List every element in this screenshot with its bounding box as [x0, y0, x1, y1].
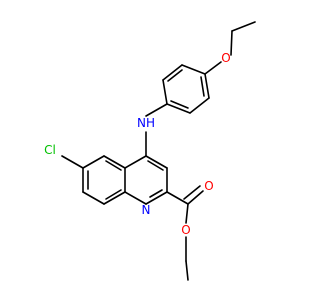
bond — [185, 203, 189, 224]
bond — [162, 79, 168, 105]
bond — [166, 191, 189, 205]
bond — [166, 103, 191, 114]
ester-oxygen-label: O — [181, 223, 190, 237]
molecule-structure: Cl NH N O O O — [0, 0, 300, 300]
bond — [185, 260, 189, 281]
bond — [230, 30, 233, 56]
amine-nh-label: NH — [137, 116, 155, 130]
bond — [231, 21, 256, 32]
bond-double — [183, 185, 201, 200]
bond-double — [147, 160, 164, 171]
atom-labels: Cl NH N O O O — [44, 51, 231, 237]
bond — [145, 103, 168, 117]
carbonyl-oxygen-label: O — [204, 179, 213, 193]
ether-oxygen-label: O — [221, 51, 230, 65]
bond — [82, 155, 105, 169]
bond-double — [105, 160, 122, 171]
bond — [82, 191, 105, 205]
bond-double — [200, 76, 205, 97]
canvas-background — [0, 0, 300, 300]
bond — [145, 191, 168, 205]
bond-double — [167, 69, 183, 82]
bond-double — [105, 189, 122, 200]
bond — [124, 191, 147, 205]
bond — [103, 191, 126, 205]
ring-nitrogen-label: N — [142, 203, 151, 217]
bond — [204, 73, 210, 99]
bond — [61, 155, 84, 169]
bond — [103, 155, 126, 169]
bonds — [61, 21, 256, 281]
bond — [124, 155, 147, 169]
bond — [187, 190, 204, 205]
bond — [181, 64, 206, 75]
bond-double — [149, 189, 163, 198]
bond — [162, 64, 183, 81]
bond — [204, 61, 222, 75]
bond-double — [170, 100, 189, 109]
bond — [145, 155, 168, 169]
chlorine-label: Cl — [44, 143, 56, 157]
bond — [189, 97, 210, 114]
